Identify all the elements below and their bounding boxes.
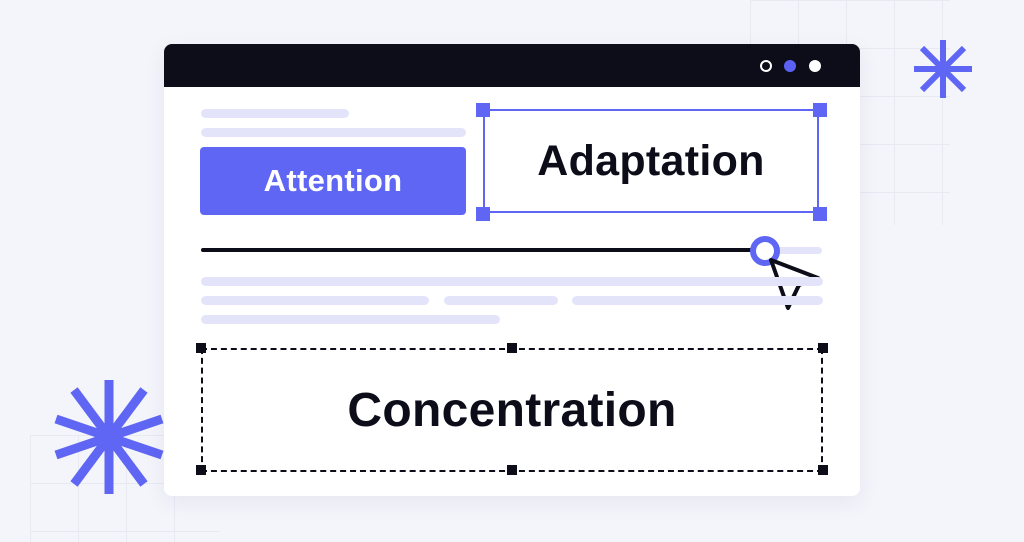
placeholder-line bbox=[201, 296, 429, 305]
placeholder-line bbox=[201, 109, 349, 118]
asterisk-icon bbox=[52, 378, 166, 496]
resize-handle[interactable] bbox=[813, 207, 827, 221]
adaptation-selection-box[interactable]: Adaptation bbox=[483, 109, 819, 213]
slider-track-remaining[interactable] bbox=[776, 247, 822, 254]
placeholder-line bbox=[201, 315, 500, 324]
resize-handle[interactable] bbox=[813, 103, 827, 117]
slider-track[interactable] bbox=[201, 248, 761, 252]
window-control-outline-dot[interactable] bbox=[760, 60, 772, 72]
concentration-selection-box[interactable]: Concentration bbox=[201, 348, 823, 472]
placeholder-line bbox=[572, 296, 823, 305]
window-control-white-dot[interactable] bbox=[809, 60, 821, 72]
placeholder-line bbox=[201, 128, 466, 137]
attention-button[interactable]: Attention bbox=[200, 147, 466, 215]
resize-handle[interactable] bbox=[507, 465, 517, 475]
placeholder-line bbox=[201, 277, 823, 286]
asterisk-icon bbox=[912, 38, 974, 100]
browser-window: Attention Adaptation Concentration bbox=[164, 44, 860, 496]
resize-handle[interactable] bbox=[818, 343, 828, 353]
resize-handle[interactable] bbox=[196, 343, 206, 353]
resize-handle[interactable] bbox=[196, 465, 206, 475]
resize-handle[interactable] bbox=[476, 103, 490, 117]
resize-handle[interactable] bbox=[818, 465, 828, 475]
placeholder-line bbox=[444, 296, 558, 305]
window-titlebar bbox=[164, 44, 860, 87]
resize-handle[interactable] bbox=[507, 343, 517, 353]
window-control-accent-dot[interactable] bbox=[784, 60, 796, 72]
resize-handle[interactable] bbox=[476, 207, 490, 221]
